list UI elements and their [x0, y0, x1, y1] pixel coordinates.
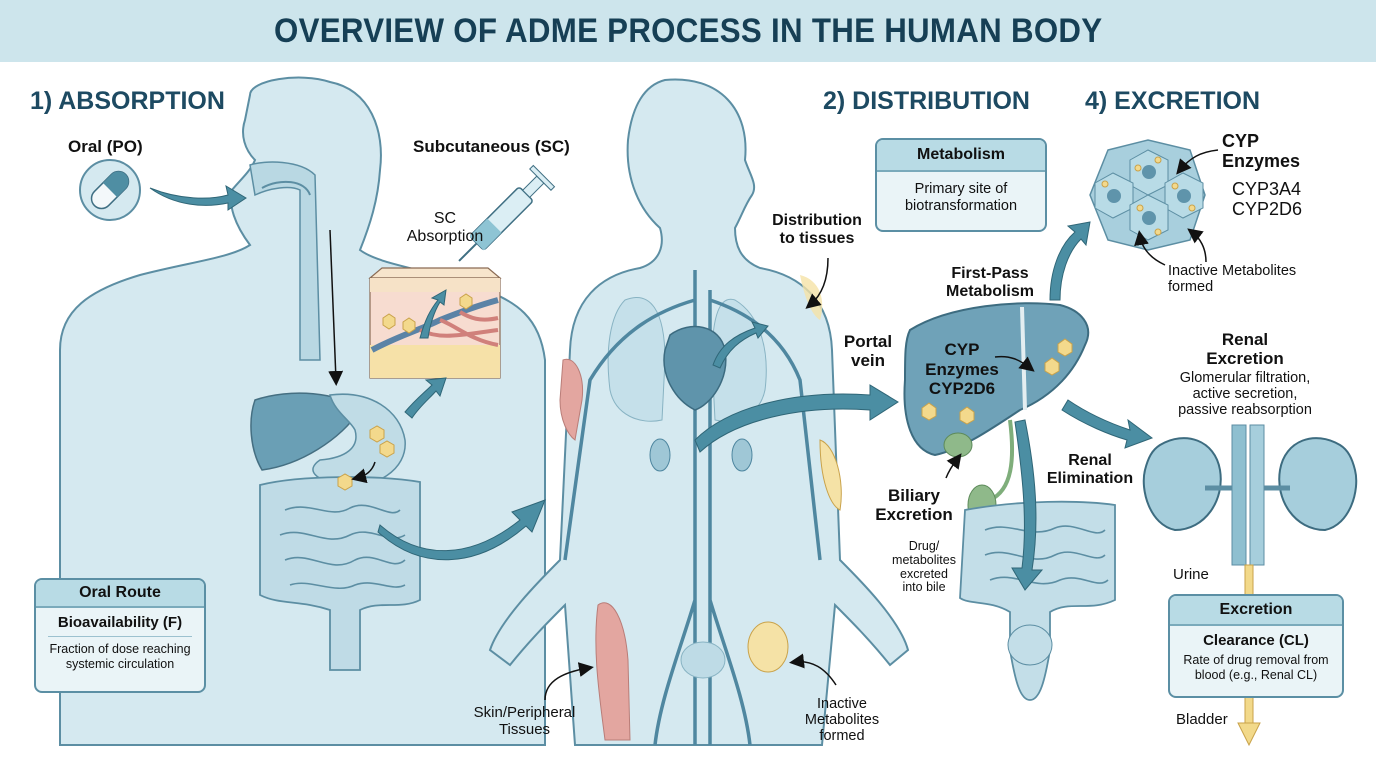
metabolism-box: Metabolism Primary site of biotransforma…: [875, 138, 1047, 232]
metabolism-header: Metabolism: [877, 140, 1045, 172]
label-oral-po: Oral (PO): [68, 137, 143, 156]
label-sc-absorption: SC Absorption: [406, 210, 484, 245]
title-banner: OVERVIEW OF ADME PROCESS IN THE HUMAN BO…: [0, 0, 1376, 62]
section-absorption: 1) ABSORPTION: [30, 87, 225, 115]
oral-route-box: Oral Route Bioavailability (F) Fraction …: [34, 578, 206, 693]
label-inactive-metabolites-bottom: Inactive Metabolites formed: [804, 696, 880, 744]
label-cyp-list: CYP3A4 CYP2D6: [1232, 179, 1303, 219]
distribution-callout: [805, 257, 829, 309]
skin-cross-section: [368, 267, 502, 379]
portal-vein-arrow: [694, 384, 899, 453]
label-liver-cyp: CYP Enzymes CYP2D6: [925, 340, 999, 399]
label-skin-peripheral: Skin/Peripheral Tissues: [473, 704, 576, 738]
liver-to-kidney-arrow: [1061, 399, 1154, 449]
liver-to-cells-arrow: [1049, 221, 1091, 301]
inactive-top-callout-2: [1187, 228, 1207, 263]
heart-arrow: [712, 321, 769, 369]
label-distribution-tissues: Distribution to tissues: [772, 212, 862, 247]
excretion-header: Excretion: [1170, 596, 1342, 626]
oral-route-header: Oral Route: [36, 580, 204, 608]
clearance-description: Rate of drug removal from blood (e.g., R…: [1183, 653, 1329, 682]
hepatocyte-cluster: [1089, 139, 1206, 251]
label-portal-vein: Portal vein: [843, 332, 893, 370]
label-renal-elimination: Renal Elimination: [1046, 452, 1134, 487]
liver-to-gut-arrow: [1011, 419, 1044, 591]
label-renal-description: Glomerular filtration, active secretion,…: [1178, 370, 1312, 418]
label-first-pass: First-Pass Metabolism: [945, 265, 1034, 300]
clearance-title: Clearance (CL): [1203, 632, 1309, 649]
pill-icon: [79, 159, 141, 221]
excretion-box: Excretion Clearance (CL) Rate of drug re…: [1168, 594, 1344, 698]
section-excretion: 4) EXCRETION: [1085, 87, 1261, 115]
label-renal-excretion: Renal Excretion: [1206, 330, 1284, 368]
page-title: OVERVIEW OF ADME PROCESS IN THE HUMAN BO…: [273, 11, 1103, 50]
kidneys: [1142, 424, 1358, 566]
liver: [903, 302, 1090, 526]
cyp-callout: [1176, 149, 1219, 175]
pill-to-mouth-arrow: [149, 184, 247, 211]
label-bladder: Bladder: [1176, 711, 1228, 728]
syringe-icon: [458, 164, 556, 262]
label-urine: Urine: [1173, 566, 1209, 583]
right-intestines: [959, 500, 1116, 701]
center-body-silhouette: [488, 78, 910, 746]
label-cyp-enzymes: CYP Enzymes: [1222, 131, 1301, 171]
bioavailability-description: Fraction of dose reaching systemic circu…: [49, 642, 191, 671]
label-inactive-metabolites-top: Inactive Metabolites formed: [1168, 263, 1297, 295]
sc-to-circulation-arrow: [404, 377, 447, 419]
gut-to-body-arrow: [377, 499, 546, 561]
label-biliary-excretion: Biliary Excretion: [875, 486, 953, 524]
bioavailability-title: Bioavailability (F): [57, 614, 183, 631]
inactive-callout: [789, 653, 837, 686]
label-subcutaneous: Subcutaneous (SC): [413, 137, 570, 156]
biliary-callout: [945, 453, 962, 479]
section-distribution: 2) DISTRIBUTION: [823, 87, 1030, 115]
inactive-top-callout-1: [1134, 230, 1166, 266]
skin-callout: [544, 662, 594, 701]
metabolism-description: Primary site of biotransformation: [904, 181, 1018, 215]
label-bile-description: Drug/ metabolites excreted into bile: [892, 539, 956, 595]
